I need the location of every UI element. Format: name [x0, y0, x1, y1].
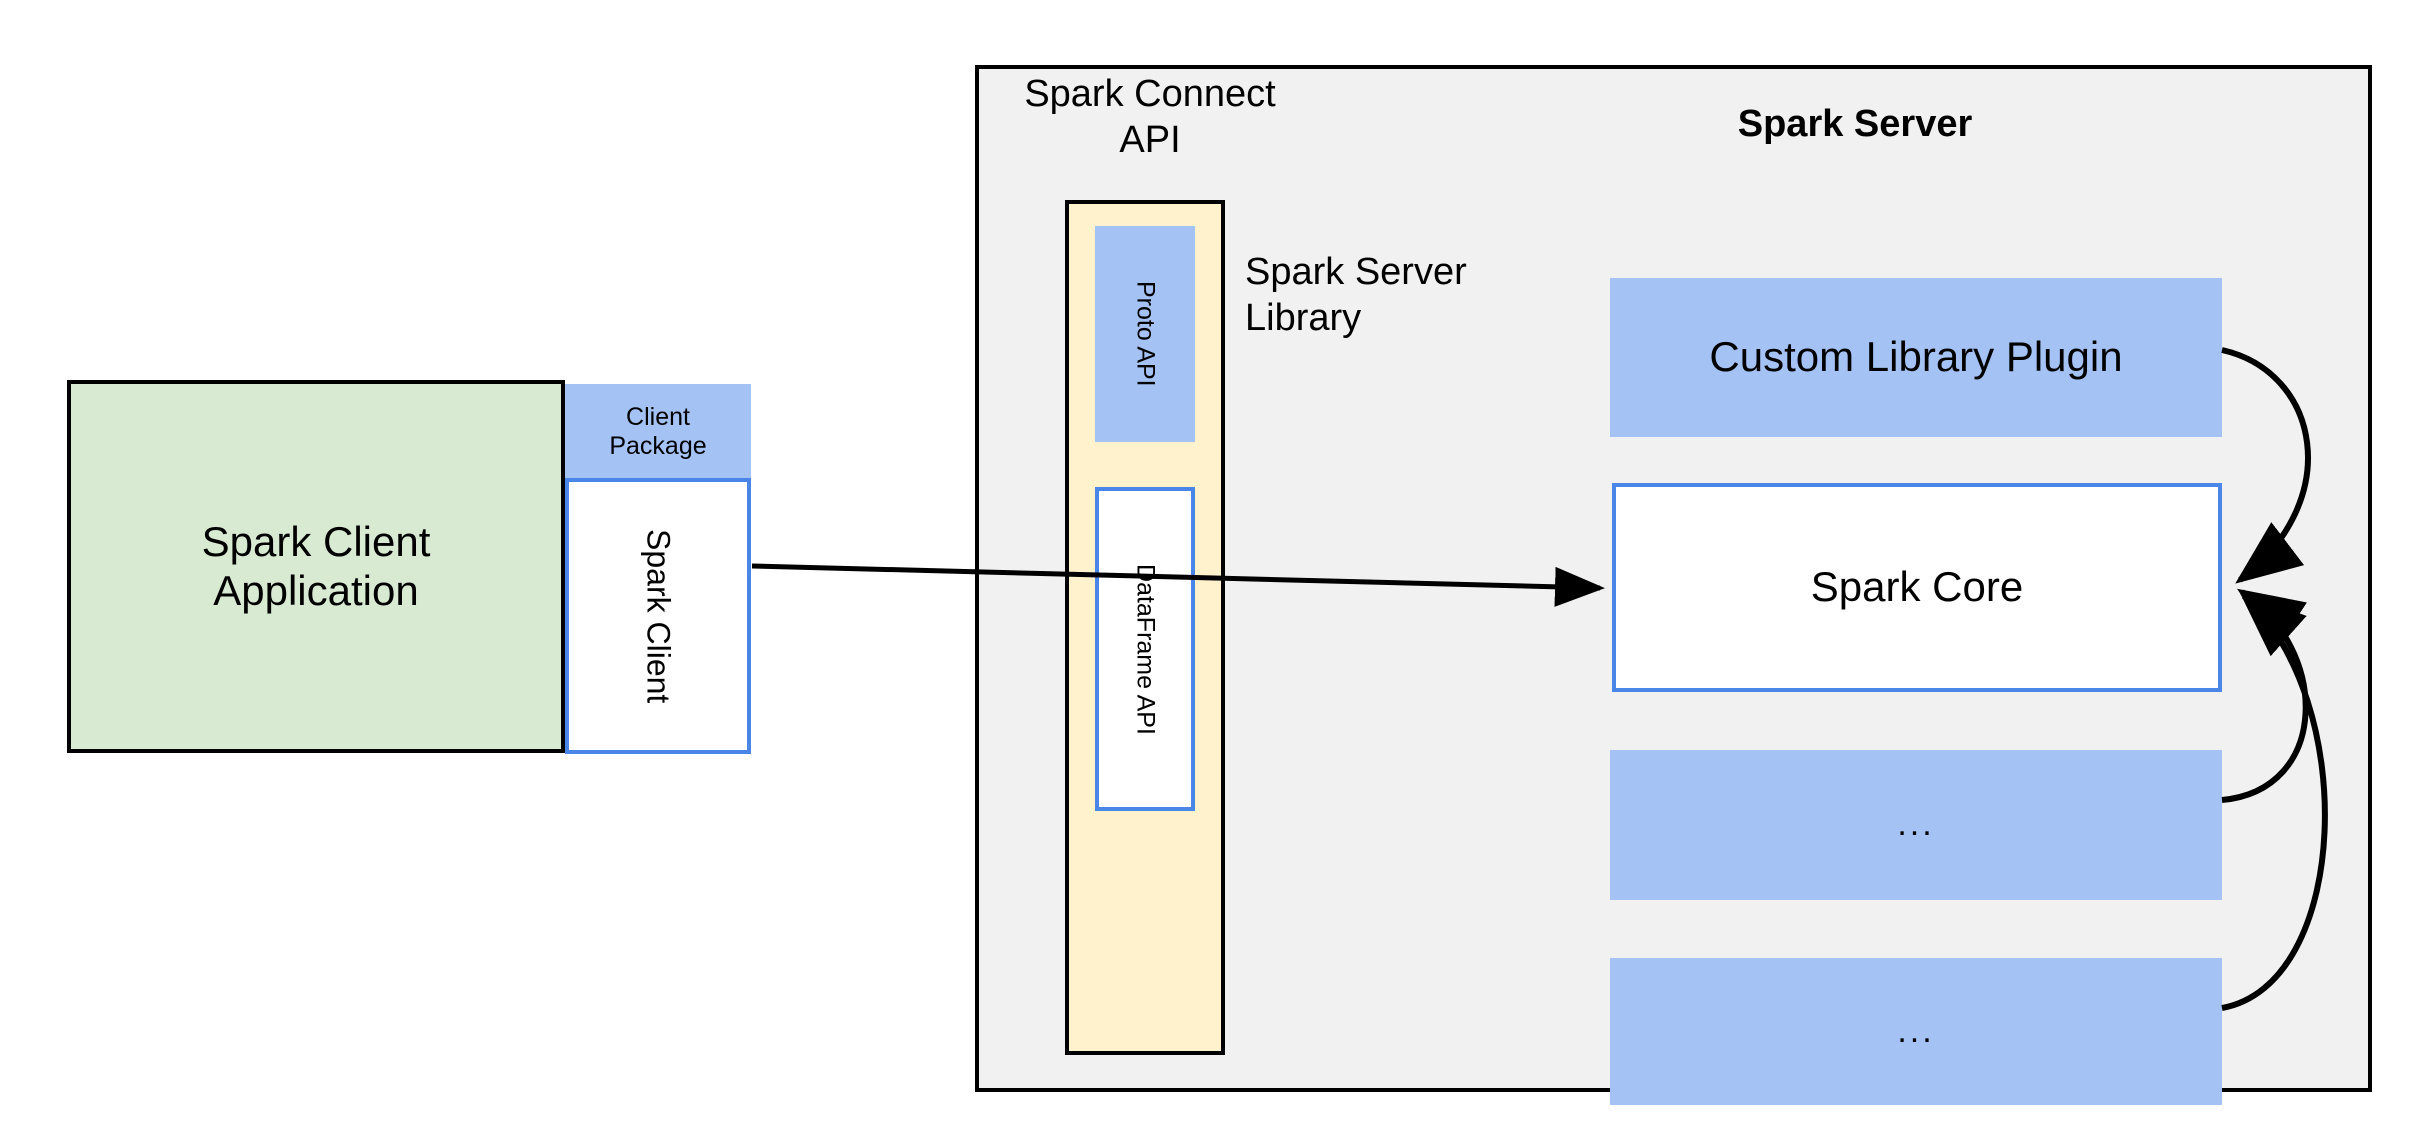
custom-library-plugin-label: Custom Library Plugin	[1709, 333, 2123, 381]
ellipsis-label-2: ...	[1897, 1011, 1935, 1050]
spark-core-label: Spark Core	[1810, 563, 2024, 611]
client-package-box[interactable]: Client Package	[565, 384, 751, 479]
ellipsis-label-1: ...	[1897, 805, 1935, 844]
spark-server-library-label: Spark Server Library	[1245, 251, 1467, 339]
proto-api-box[interactable]: Proto API	[1095, 226, 1195, 442]
spark-core-box[interactable]: Spark Core	[1612, 483, 2222, 692]
spark-client-box[interactable]: Spark Client	[565, 478, 751, 754]
spark-client-application-label: Spark Client Application	[201, 518, 431, 614]
client-package-label: Client Package	[609, 402, 707, 460]
spark-client-application-box[interactable]: Spark Client Application	[67, 380, 565, 753]
spark-connect-api-label: Spark Connect API	[1024, 73, 1276, 161]
dataframe-api-label: DataFrame API	[1131, 563, 1160, 735]
ellipsis-box-1[interactable]: ...	[1610, 750, 2222, 900]
spark-server-title: Spark Server	[1737, 103, 1973, 145]
dataframe-api-box[interactable]: DataFrame API	[1095, 487, 1195, 811]
ellipsis-box-2[interactable]: ...	[1610, 958, 2222, 1105]
proto-api-label: Proto API	[1131, 281, 1160, 387]
spark-client-label: Spark Client	[640, 528, 677, 704]
custom-library-plugin-box[interactable]: Custom Library Plugin	[1610, 278, 2222, 437]
